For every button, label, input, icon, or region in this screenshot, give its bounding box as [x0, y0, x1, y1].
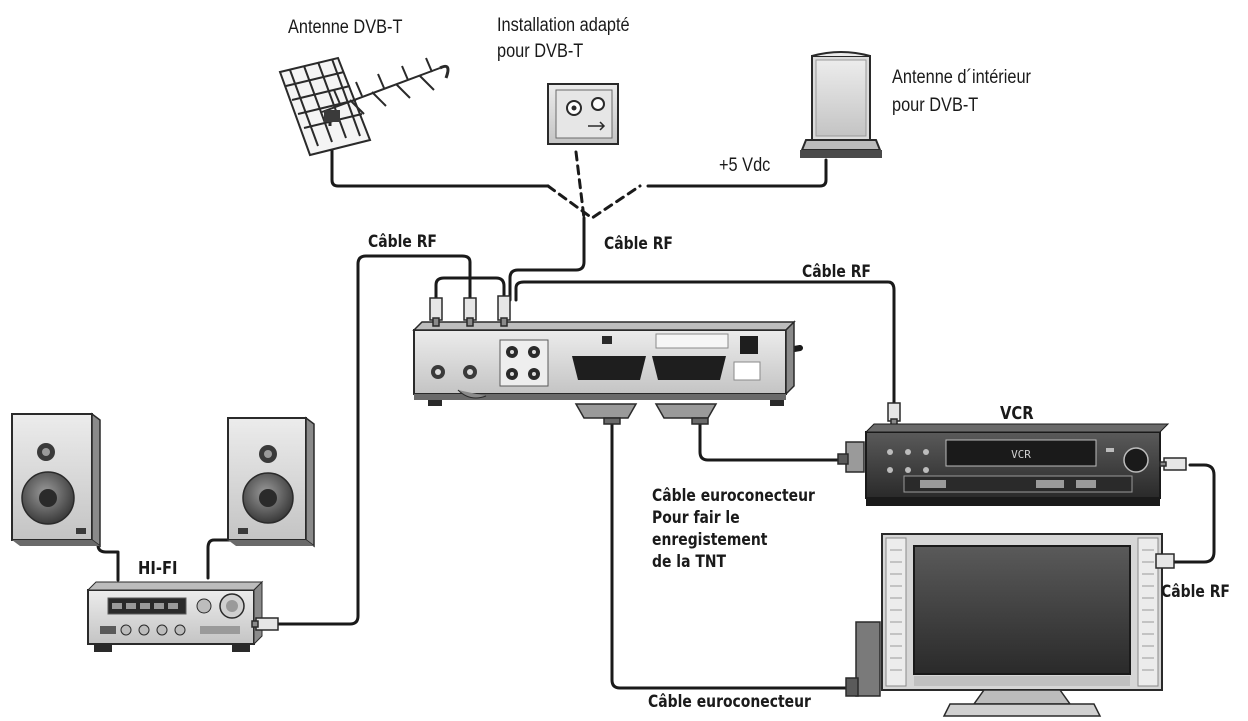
vcr-connectors — [837, 441, 1187, 473]
cable-rf-label-left: Câble RF — [368, 232, 437, 252]
euro-record-label-line4: de la TNT — [652, 552, 727, 572]
scart-plugs — [574, 403, 718, 425]
power-5vdc-label: +5 Vdc — [719, 155, 771, 176]
rf-vcr-cable — [514, 280, 896, 407]
installation-label-line1: Installation adapté — [497, 15, 630, 36]
euro-record-label-line3: enregistement — [652, 530, 768, 550]
rf-in-cable — [508, 216, 586, 302]
vcr-icon: VCR — [864, 423, 1170, 506]
indoor-antenna-label-line2: pour DVB-T — [892, 95, 979, 116]
indoor-antenna-cable — [646, 158, 828, 188]
receiver-plugs — [429, 295, 901, 428]
cable-rf-label-right: Câble RF — [802, 262, 871, 282]
speaker-icon — [227, 416, 315, 548]
hifi-label: HI-FI — [138, 558, 178, 579]
wall-socket-icon — [547, 83, 619, 145]
indoor-antenna-label-line1: Antenne d´intérieur — [892, 67, 1031, 88]
cable-rf-label-center: Câble RF — [604, 234, 673, 254]
dvb-receiver-icon — [412, 320, 796, 406]
cable-rf-label-vcr-tv: Câble RF — [1161, 582, 1230, 602]
tv-icon — [881, 533, 1163, 717]
hifi-amplifier-icon — [86, 580, 264, 652]
installation-label-line2: pour DVB-T — [497, 41, 584, 62]
outdoor-antenna-icon — [278, 56, 450, 157]
vcr-display-text: VCR — [1011, 448, 1031, 461]
scart-vcr-cable — [698, 418, 847, 462]
scart-tv-cable — [610, 418, 852, 690]
socket-cable-dashed — [574, 150, 586, 220]
indoor-antenna-icon — [800, 51, 882, 158]
speaker-icon — [11, 412, 101, 548]
rf-vcr-tv-cable — [1168, 463, 1216, 564]
vcr-label: VCR — [1000, 403, 1034, 424]
euro-record-label-line2: Pour fair le — [652, 508, 740, 528]
rf-hifi-cable — [274, 254, 472, 626]
euro-record-label-line1: Câble euroconecteur — [652, 486, 815, 506]
speaker-left-wire — [96, 530, 120, 582]
outdoor-antenna-label: Antenne DVB-T — [288, 17, 403, 38]
euro-tv-label: Câble euroconecteur — [648, 692, 811, 712]
antenna-feed-cable — [330, 118, 550, 188]
splitter-cable-dashed — [546, 184, 642, 220]
tv-connectors — [845, 553, 1175, 697]
speaker-right-wire — [206, 538, 232, 580]
hifi-rf-plug — [251, 617, 279, 631]
